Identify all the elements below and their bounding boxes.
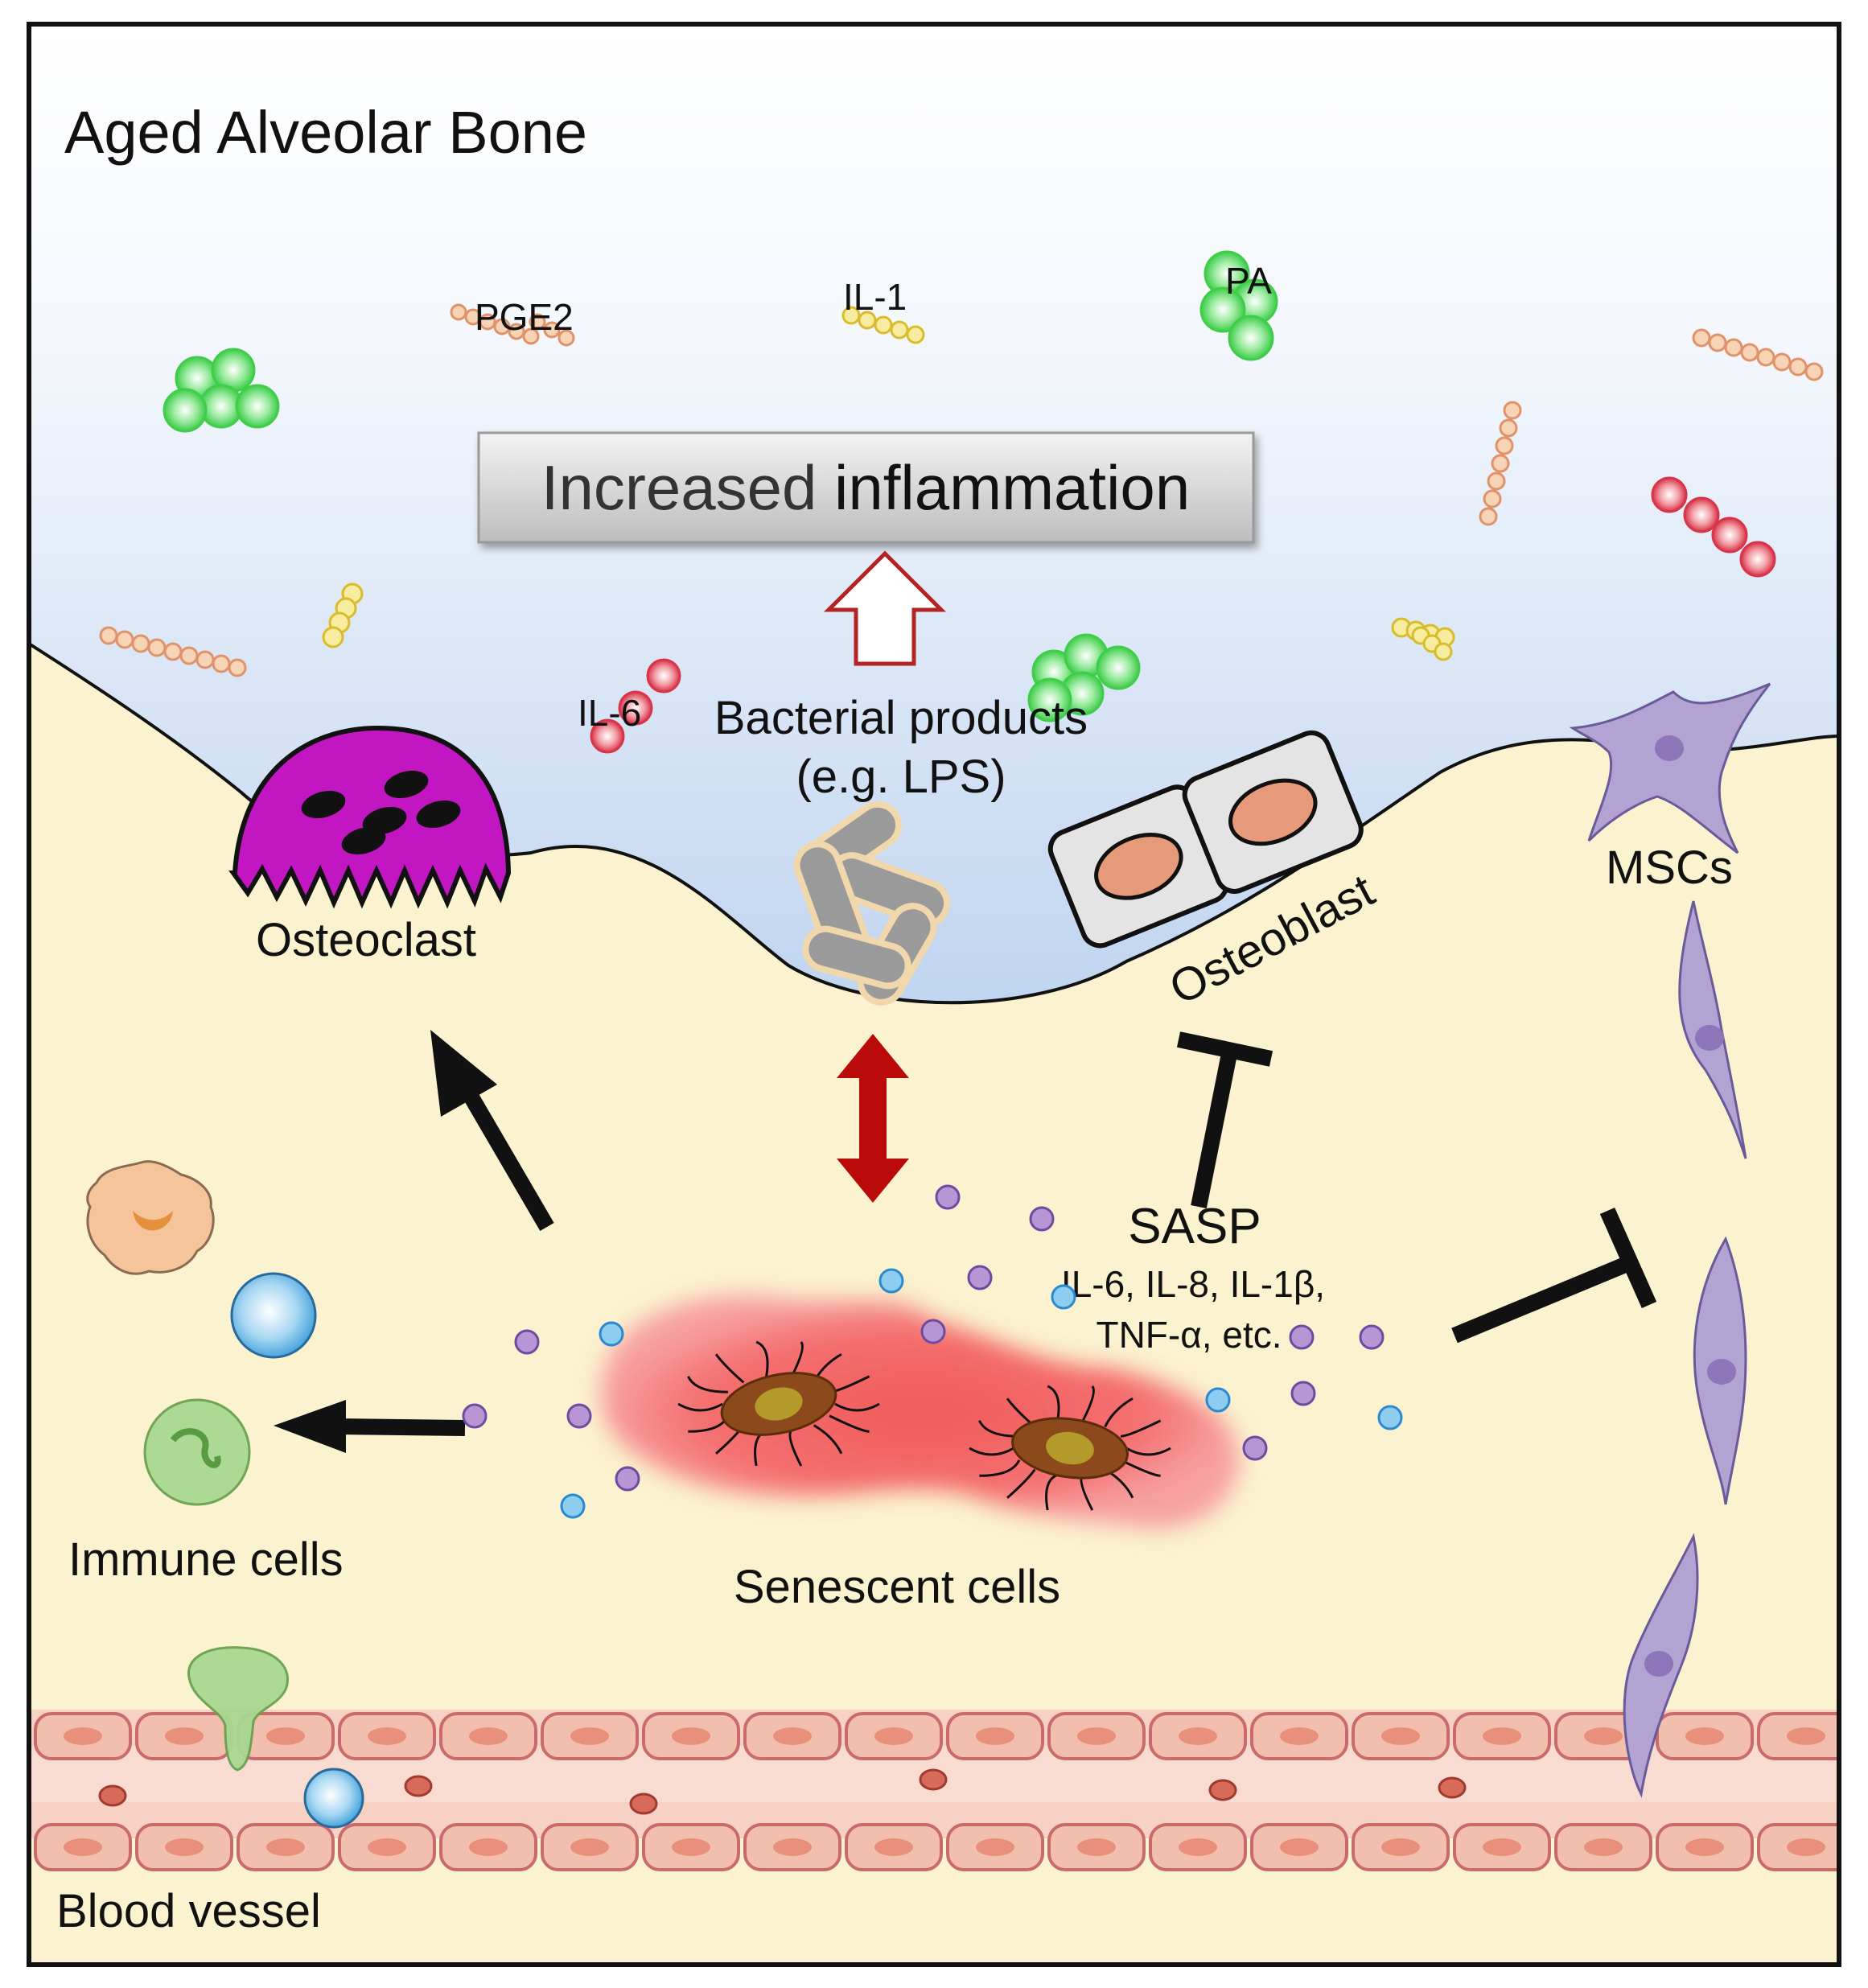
inhibition-bar-icon bbox=[1176, 1031, 1273, 1208]
svg-text:Increased inflam: Increased inflammation bbox=[541, 452, 1190, 523]
black-arrow-to-immune-icon bbox=[274, 1400, 466, 1453]
osteoclast-label: Osteoclast bbox=[256, 914, 476, 966]
il6-label: IL-6 bbox=[578, 692, 641, 734]
immune-cells-label: Immune cells bbox=[68, 1533, 344, 1586]
bacterial-products-label: Bacterial products bbox=[714, 692, 1088, 744]
black-arrow-icon bbox=[430, 1030, 554, 1232]
senescent-cells bbox=[600, 1295, 1239, 1529]
mscs-label: MSCs bbox=[1606, 842, 1733, 894]
blood-vessel-label: Blood vessel bbox=[56, 1885, 321, 1937]
sasp-line1: IL-6, IL-8, IL-1β, bbox=[1061, 1263, 1325, 1305]
bacteria-cluster bbox=[793, 801, 951, 1006]
lymphocyte-cell bbox=[230, 1272, 317, 1359]
osteoclast-cell bbox=[228, 725, 512, 909]
banner-emphasis: inflammation bbox=[834, 452, 1190, 523]
msc-cells bbox=[1569, 682, 1771, 1798]
pge2-label: PGE2 bbox=[475, 296, 574, 338]
bone-region bbox=[29, 644, 1839, 1965]
red-outline-up-arrow-icon bbox=[823, 550, 947, 666]
sasp-particles bbox=[462, 1184, 1403, 1519]
sasp-title: SASP bbox=[1128, 1199, 1261, 1254]
il1-label: IL-1 bbox=[843, 276, 907, 318]
immune-cells bbox=[86, 1160, 317, 1506]
neutrophil-cell bbox=[143, 1398, 251, 1506]
molecules bbox=[99, 250, 1824, 754]
red-double-arrow-icon bbox=[837, 1034, 909, 1203]
sasp-line2: TNF-α, etc. bbox=[1096, 1314, 1282, 1356]
banner-prefix: Increased bbox=[541, 452, 817, 523]
pa-label: PA bbox=[1225, 260, 1272, 302]
inhibition-bar-msc-icon bbox=[1451, 1207, 1657, 1344]
bacterial-products-example: (e.g. LPS) bbox=[796, 751, 1006, 803]
blood-vessel bbox=[29, 1710, 1839, 1871]
senescent-cells-label: Senescent cells bbox=[734, 1561, 1060, 1613]
frame-border bbox=[27, 22, 1841, 1967]
diagram-title: Aged Alveolar Bone bbox=[64, 99, 587, 166]
extravasating-cells bbox=[187, 1646, 364, 1829]
inflammation-banner: Increased inflammation bbox=[477, 431, 1255, 544]
osteoblast-cells bbox=[1047, 730, 1364, 949]
macrophage-cell bbox=[86, 1160, 215, 1275]
